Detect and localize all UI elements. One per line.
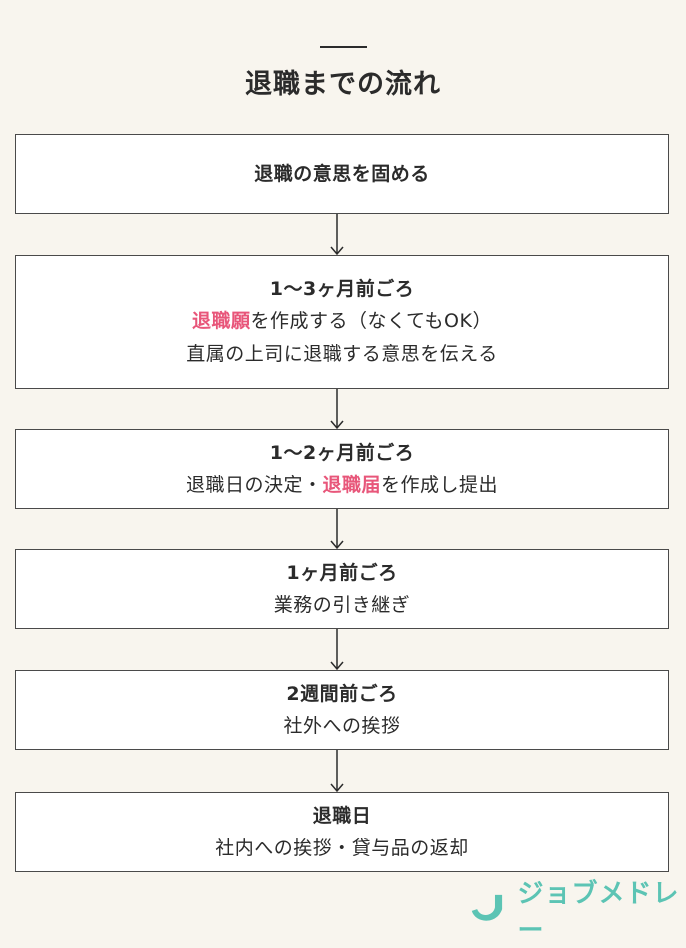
step-heading: 1〜3ヶ月前ごろ [269, 278, 415, 300]
step-line: 退職願を作成する（なくてもOK） [192, 305, 492, 338]
logo-text: ジョブメドレー [517, 879, 680, 946]
step-heading: 1〜2ヶ月前ごろ [269, 441, 415, 464]
arrow-down-icon [330, 389, 344, 430]
arrow-down-icon [330, 750, 344, 793]
page-title: 退職までの流れ [245, 69, 441, 100]
title-rule [320, 46, 367, 48]
arrow-down-icon [330, 214, 344, 256]
step-line: 業務の引き継ぎ [273, 593, 411, 616]
medley-logo-icon [471, 894, 503, 921]
step-text: 退職日の決定・ [185, 473, 323, 496]
step-1-month: 1ヶ月前ごろ 業務の引き継ぎ [15, 549, 669, 629]
step-decide: 退職の意思を固める [15, 134, 669, 214]
step-heading: 1ヶ月前ごろ [286, 561, 398, 584]
jobmedley-logo: ジョブメドレー [470, 879, 686, 946]
step-1-2-months: 1〜2ヶ月前ごろ 退職日の決定・退職届を作成し提出 [15, 429, 669, 509]
step-line: 社外への挨拶 [283, 714, 401, 737]
highlight-term: 退職届 [322, 473, 381, 496]
step-line: 社内への挨拶・貸与品の返却 [215, 836, 469, 859]
step-line: 退職日の決定・退職届を作成し提出 [186, 469, 498, 502]
highlight-term: 退職願 [192, 310, 251, 332]
step-text: を作成し提出 [381, 473, 499, 496]
step-line: 直属の上司に退職する意思を伝える [186, 343, 498, 365]
step-heading: 退職の意思を固める [254, 163, 430, 185]
arrow-down-icon [330, 629, 344, 671]
step-heading: 2週間前ごろ [286, 682, 398, 705]
step-heading: 退職日 [312, 804, 372, 827]
step-2-weeks: 2週間前ごろ 社外への挨拶 [15, 670, 669, 750]
step-1-3-months: 1〜3ヶ月前ごろ 退職願を作成する（なくてもOK） 直属の上司に退職する意思を伝… [15, 255, 669, 389]
step-text: を作成する（なくてもOK） [250, 310, 492, 332]
arrow-down-icon [330, 509, 344, 550]
step-retirement-day: 退職日 社内への挨拶・貸与品の返却 [15, 792, 669, 872]
